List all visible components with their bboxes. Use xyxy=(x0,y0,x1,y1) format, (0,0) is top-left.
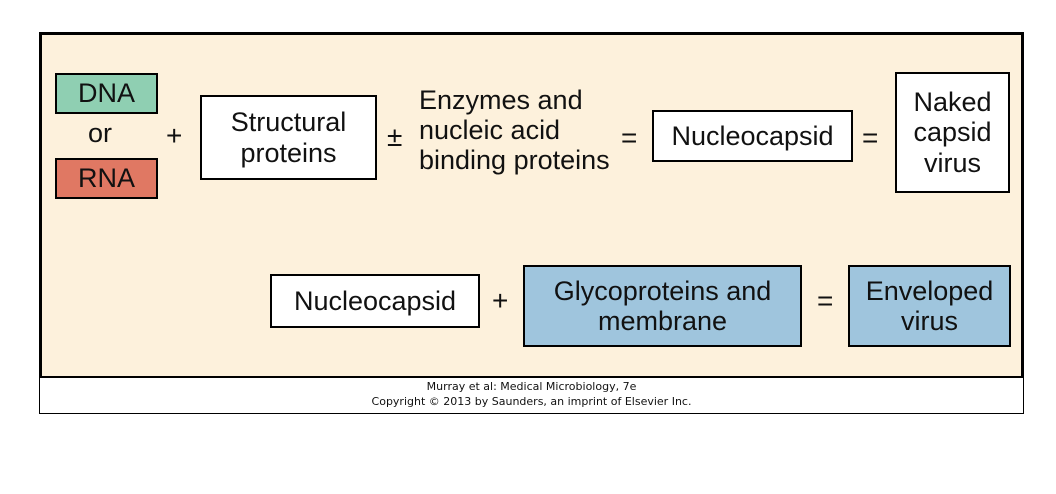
equals-sign-3: = xyxy=(817,285,834,316)
diagram-panel: DNA or RNA + Structural proteins ± Enzym… xyxy=(40,33,1023,378)
or-label: or xyxy=(88,118,113,148)
naked-capsid-virus-box: Naked capsid virus xyxy=(895,72,1010,193)
nucleocapsid-box-1: Nucleocapsid xyxy=(652,110,853,162)
figure-frame: DNA or RNA + Structural proteins ± Enzym… xyxy=(39,32,1024,414)
equals-sign-2: = xyxy=(862,122,879,153)
plus-sign: + xyxy=(166,120,183,151)
plus-minus-sign: ± xyxy=(387,121,403,152)
nucleocapsid-box-2: Nucleocapsid xyxy=(270,274,480,328)
structural-proteins-box: Structural proteins xyxy=(200,95,377,180)
dna-box: DNA xyxy=(55,73,158,114)
plus-sign-2: + xyxy=(492,285,509,316)
credit-line-2: Copyright © 2013 by Saunders, an imprint… xyxy=(371,395,692,408)
enzymes-text: Enzymes and nucleic acid binding protein… xyxy=(419,85,610,176)
equals-sign-1: = xyxy=(621,122,638,153)
credit-line-1: Murray et al: Medical Microbiology, 7e xyxy=(426,380,637,393)
glycoproteins-membrane-box: Glycoproteins and membrane xyxy=(523,265,802,347)
rna-box: RNA xyxy=(55,158,158,199)
enveloped-virus-box: Enveloped virus xyxy=(848,265,1011,347)
source-credit: Murray et al: Medical Microbiology, 7e C… xyxy=(40,379,1023,409)
